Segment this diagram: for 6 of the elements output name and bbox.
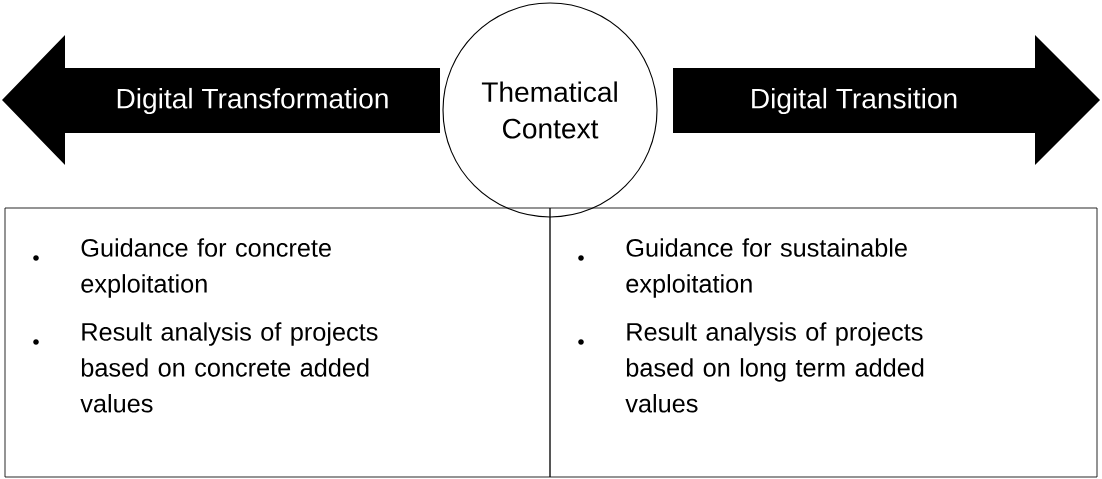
bullet-text: Result analysis of projects based on long term added values	[625, 322, 924, 413]
bullet-text: Guidance for concrete exploitation	[81, 238, 331, 298]
bullet-text: Result analysis of projects based on concrete added values	[80, 322, 378, 413]
bullet-text: Guidance for sustainable exploitation	[626, 238, 907, 298]
text-box	[4, 207, 551, 478]
text-box	[549, 207, 1098, 478]
